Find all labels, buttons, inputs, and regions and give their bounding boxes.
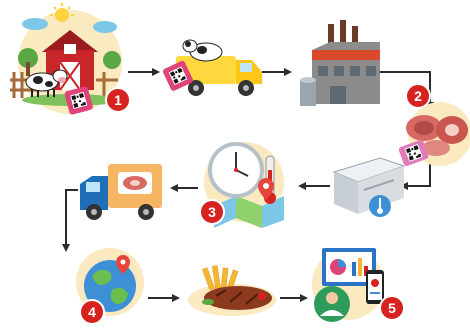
steak-fries-plate-icon (188, 265, 276, 316)
step-number: 5 (388, 300, 396, 316)
qr-code-tag-icon (64, 86, 93, 115)
step-number: 2 (414, 88, 422, 104)
cattle-truck-icon (176, 39, 262, 96)
arrow-truck-to-globe (62, 189, 78, 252)
processing-factory-icon (300, 20, 380, 106)
step-badge-2: 2 (405, 83, 431, 109)
step-badge-5: 5 (379, 295, 405, 321)
svg-text:*: * (390, 202, 394, 212)
step-badge-1: 1 (105, 87, 131, 113)
qr-code-tag-icon (162, 60, 193, 91)
freezer-icon: * (332, 157, 406, 217)
clock-thermometer-map-icon (204, 142, 284, 228)
flow-connectors (62, 68, 434, 302)
step-number: 1 (114, 92, 122, 108)
step-number: 4 (88, 304, 96, 320)
refrigerated-delivery-truck-icon (80, 164, 162, 220)
arrow-meat-to-freezer (400, 160, 431, 190)
globe-location-icon (76, 248, 144, 316)
step-badge-3: 3 (199, 199, 225, 225)
consumer-devices-analytics-icon (312, 248, 384, 322)
farm-barn-cow-icon (10, 3, 122, 114)
qr-code-tag-icon (398, 139, 429, 166)
step-number: 3 (208, 204, 216, 220)
step-badge-4: 4 (79, 299, 105, 325)
